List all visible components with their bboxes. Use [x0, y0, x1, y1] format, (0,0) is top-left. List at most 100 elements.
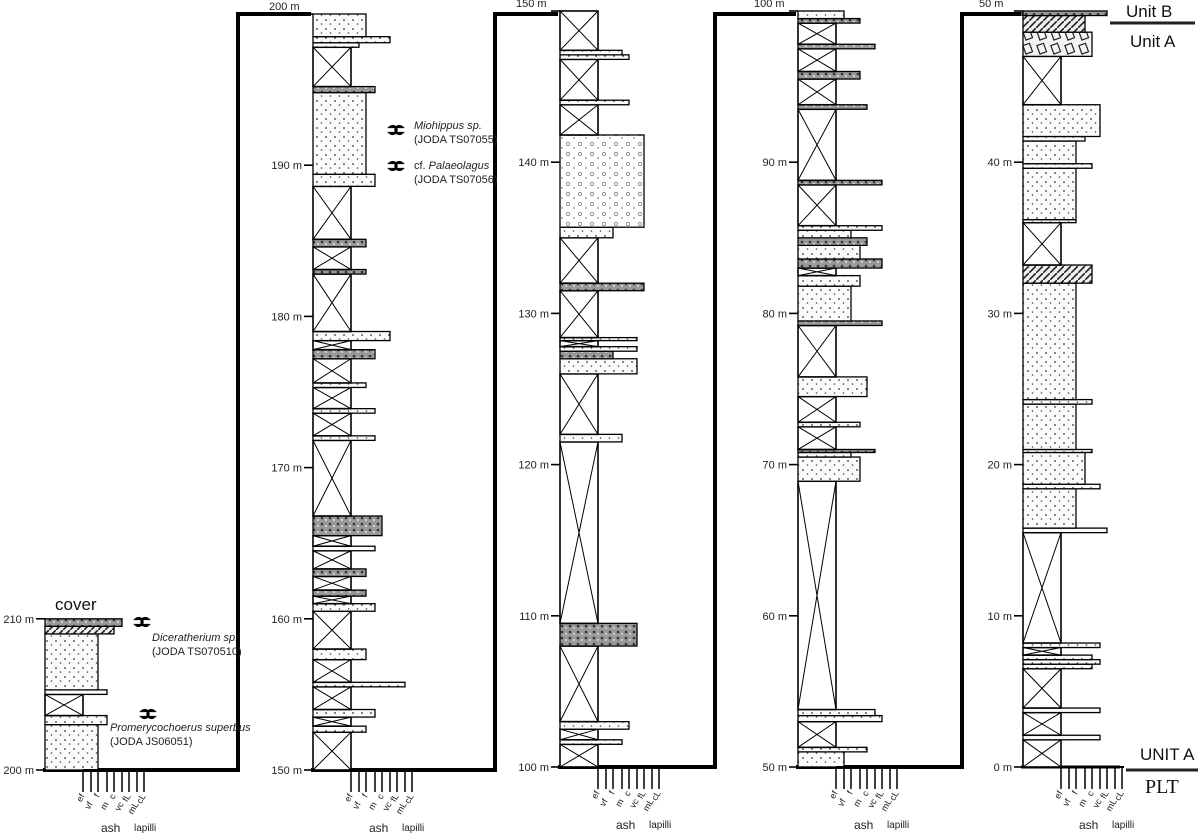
bed-box: [559, 433, 623, 443]
bed-box: [1022, 135, 1086, 142]
lapilli-label: lapilli: [402, 823, 424, 834]
bed-box: [797, 237, 868, 247]
bed-tuff: [44, 633, 99, 691]
grain-label: c: [1085, 789, 1096, 798]
bed-gravel: [559, 622, 638, 647]
bed-gravel: [797, 70, 861, 80]
grain-label: fL: [120, 792, 132, 804]
bed-box: [797, 320, 883, 327]
cover-cross: [797, 325, 837, 378]
bed-gravel: [797, 179, 883, 186]
covered-interval: [1022, 711, 1062, 737]
covered-interval: [559, 103, 599, 136]
cover-cross: [312, 610, 352, 650]
depth-label: 210 m: [3, 614, 34, 626]
cover-cross: [559, 237, 599, 284]
bed-tuff: [312, 91, 367, 175]
covered-interval: [312, 534, 352, 548]
cover-cross: [559, 645, 599, 722]
lapilli-label: lapilli: [887, 820, 909, 831]
lapilli-label: lapilli: [1112, 820, 1134, 831]
covered-interval: [559, 237, 599, 284]
bed-tuff: [797, 229, 852, 239]
bed-box: [44, 723, 99, 771]
grain-label: vf: [836, 797, 848, 808]
cover-cross: [559, 10, 599, 51]
covered-interval: [312, 610, 352, 650]
grain-label: m: [851, 797, 863, 808]
grain-label: m: [1076, 797, 1088, 808]
cover-cross: [1022, 532, 1062, 644]
bed-hatch: [44, 625, 115, 635]
bed-gravel: [312, 515, 383, 537]
grain-label: fL: [388, 792, 400, 804]
covered-interval: [312, 339, 352, 351]
covered-interval: [312, 185, 352, 241]
ash-label: ash: [101, 821, 120, 835]
cover-cross: [559, 373, 599, 435]
bed-box: [312, 42, 360, 48]
bed-box: [559, 622, 638, 647]
depth-label: 160 m: [271, 614, 302, 626]
fossil-name: Promerycochoerus superbus: [110, 722, 251, 734]
bed-tuff: [1022, 167, 1077, 221]
bed-box: [312, 13, 367, 38]
grain-label: m: [366, 800, 378, 811]
unit-b-label: Unit B: [1126, 2, 1172, 21]
grain-label: vf: [83, 800, 95, 811]
covered-interval: [797, 267, 837, 277]
bed-tuff: [1022, 488, 1077, 529]
covered-interval: [559, 339, 599, 348]
depth-label: 130 m: [518, 308, 549, 320]
cover-cross: [312, 273, 352, 332]
cover-cross: [312, 550, 352, 570]
bed-tuff: [44, 714, 108, 726]
bone-icon: [387, 124, 405, 136]
grain-label: m: [613, 797, 625, 808]
covered-interval: [559, 10, 599, 52]
grain-label: fL: [635, 789, 647, 801]
bed-box: [559, 282, 645, 292]
cover-cross: [44, 693, 84, 717]
bed-box: [797, 708, 876, 717]
bed-box: [1022, 451, 1086, 485]
bed-gravel: [797, 258, 883, 269]
depth-label: 100 m: [754, 0, 785, 10]
covered-interval: [1022, 221, 1062, 266]
cover-cross: [312, 340, 352, 351]
bed-tuff: [797, 225, 883, 231]
bed-box: [559, 134, 645, 228]
cover-cross: [797, 267, 837, 277]
covered-interval: [312, 575, 352, 591]
cover-cross: [312, 686, 352, 710]
depth-label: 20 m: [988, 460, 1012, 472]
grain-label: fL: [873, 789, 885, 801]
grain-label: f: [1070, 789, 1080, 797]
bed-box: [797, 285, 852, 322]
depth-label: 150 m: [271, 765, 302, 777]
grain-label: m: [98, 800, 110, 811]
bed-tuff: [797, 244, 861, 260]
cover-cross: [1022, 668, 1062, 709]
depth-label: 140 m: [518, 157, 549, 169]
bed-tuff: [797, 708, 876, 717]
bed-tuff: [312, 708, 376, 718]
depth-label: 40 m: [988, 157, 1012, 169]
bed-gravel: [797, 237, 868, 247]
covered-interval: [797, 184, 837, 227]
grain-label: f: [92, 792, 102, 800]
cover-label: cover: [55, 595, 97, 614]
bed-tuff: [1022, 451, 1086, 485]
cover-cross: [312, 731, 352, 771]
cover-cross: [797, 481, 837, 710]
bed-box: [797, 10, 845, 20]
grain-label: fL: [1098, 789, 1110, 801]
bed-box: [1022, 10, 1108, 17]
bed-tuff: [559, 54, 630, 61]
bed-gravel: [312, 85, 376, 94]
bed-box: [44, 618, 123, 628]
